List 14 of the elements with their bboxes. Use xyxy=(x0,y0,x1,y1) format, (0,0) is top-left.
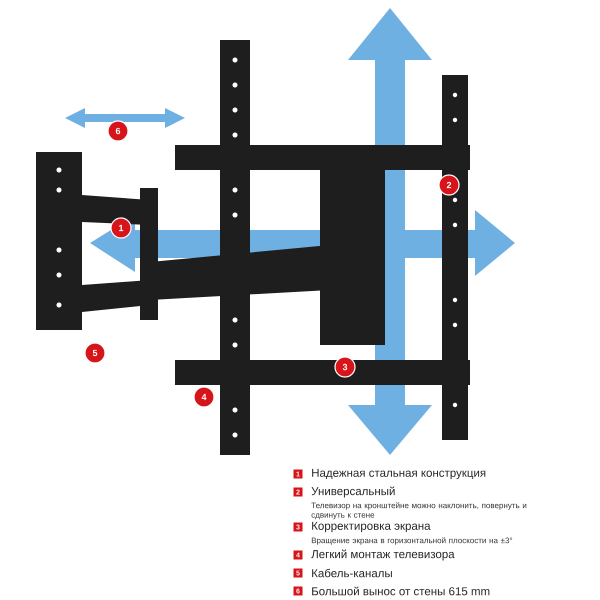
feature-title: Надежная стальная конструкция xyxy=(312,468,486,480)
callout-number: 6 xyxy=(107,120,129,142)
callout-number: 4 xyxy=(193,386,215,408)
feature-title: Кабель-каналы xyxy=(312,568,392,578)
feature-title: Корректировка экрана xyxy=(312,522,431,532)
feature-title: Универсальный xyxy=(312,486,395,498)
feature-description: Телевизор на кронштейне можно наклонить, повернуть и сдвинуть к стене xyxy=(311,502,526,520)
callout-number: 3 xyxy=(334,356,356,378)
callout-number: 2 xyxy=(438,174,460,196)
feature-title: Легкий монтаж телевизора xyxy=(311,550,455,560)
feature-title: Большой вынос от стены 615 mm xyxy=(312,586,490,596)
feature-description: Вращение экрана в горизонтальной плоскости на ±3° xyxy=(312,537,512,545)
callout-number: 5 xyxy=(84,342,106,364)
callout-number: 1 xyxy=(110,217,132,239)
